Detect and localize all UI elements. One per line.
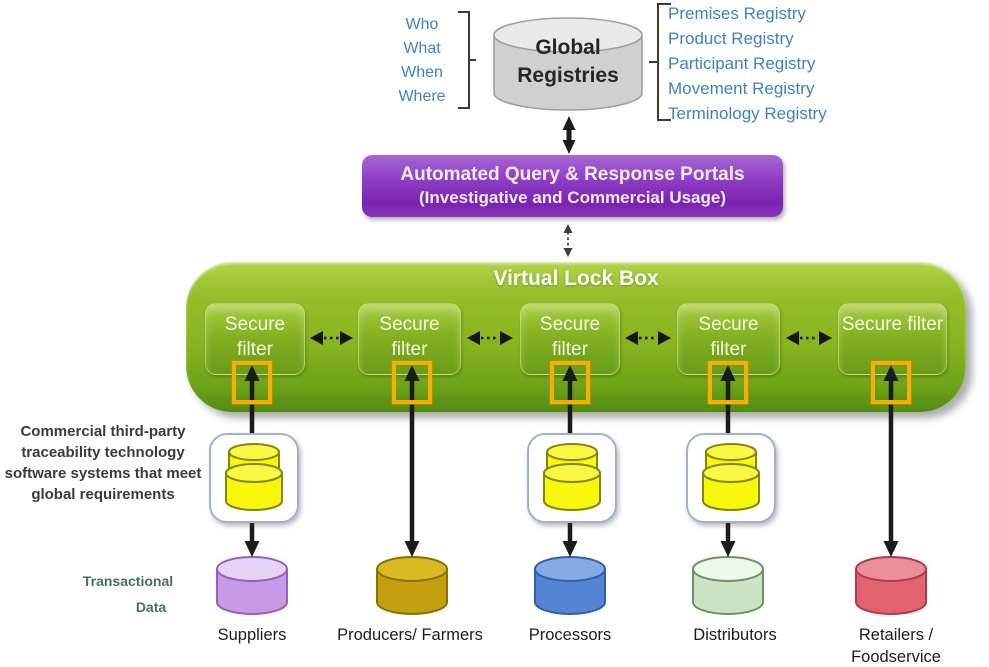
portal-lockbox-dotted-arrow (563, 224, 573, 257)
who-item: Who (405, 16, 439, 33)
third-party-software-note: Commercial third-party traceability tech… (0, 421, 206, 505)
registry-item: Premises Registry (668, 4, 806, 23)
middleware-box-2 (527, 433, 617, 523)
secure-port-1 (232, 361, 272, 404)
global-registries-line1: Global (535, 36, 601, 59)
where-item: Where (398, 88, 446, 105)
producers-cylinder-icon (376, 556, 448, 615)
who-bracket-icon (458, 11, 476, 109)
registry-item: Movement Registry (668, 79, 815, 98)
note-line: traceability technology (21, 444, 185, 461)
distributors-cylinder-icon (692, 556, 764, 615)
processors-cylinder-icon (534, 556, 606, 615)
registry-list: Premises Registry Product Registry Parti… (668, 1, 868, 126)
database-cylinder-icon (702, 443, 760, 511)
retailers-cylinder-icon (855, 556, 927, 615)
middleware-box-1 (209, 433, 299, 523)
suppliers-cylinder-icon (216, 556, 288, 615)
virtual-lock-box-title: Virtual Lock Box (493, 267, 659, 290)
secure-port-2 (392, 361, 432, 404)
registries-portal-arrow (562, 116, 576, 154)
secure-filter-box-3: Secure filter (520, 303, 620, 375)
global-registries-line2: Registries (517, 64, 619, 87)
note-line: software systems that meet (4, 465, 202, 482)
retailers-label-line2: Foodservice (851, 648, 941, 666)
suppliers-label: Suppliers (217, 626, 287, 644)
note-line: global requirements (31, 486, 175, 503)
secure-port-3 (550, 361, 590, 404)
producers-label: Producers/ Farmers (337, 626, 483, 644)
portal-subtitle: (Investigative and Commercial Usage) (418, 188, 727, 207)
transactional-data-label: Transactional Data (56, 571, 200, 617)
transactional-line1: Transactional (82, 573, 174, 589)
database-cylinder-icon (225, 443, 283, 511)
secure-port-5 (871, 361, 911, 404)
portal-box: Automated Query & Response Portals (Inve… (362, 155, 783, 217)
distributors-label: Distributors (693, 626, 777, 644)
database-cylinder-icon (543, 443, 601, 511)
registry-item: Participant Registry (668, 54, 816, 73)
when-item: When (401, 64, 443, 81)
middleware-box-3 (686, 433, 776, 523)
retailers-label-line1: Retailers / (858, 626, 934, 644)
transactional-line2: Data (135, 599, 167, 615)
secure-port-4 (708, 361, 748, 404)
global-registries-cylinder-icon (493, 17, 643, 111)
processors-label: Processors (528, 626, 612, 644)
note-line: Commercial third-party (20, 423, 186, 440)
retailers-label: Retailers / Foodservice (811, 624, 981, 667)
who-what-when-where-list: Who What When Where (386, 13, 458, 109)
registry-item: Product Registry (668, 29, 794, 48)
registry-brace-icon (649, 3, 671, 121)
global-registries-label: Global Registries (490, 34, 646, 90)
registry-item: Terminology Registry (668, 104, 827, 123)
portal-title: Automated Query & Response Portals (400, 164, 745, 185)
what-item: What (403, 40, 441, 57)
